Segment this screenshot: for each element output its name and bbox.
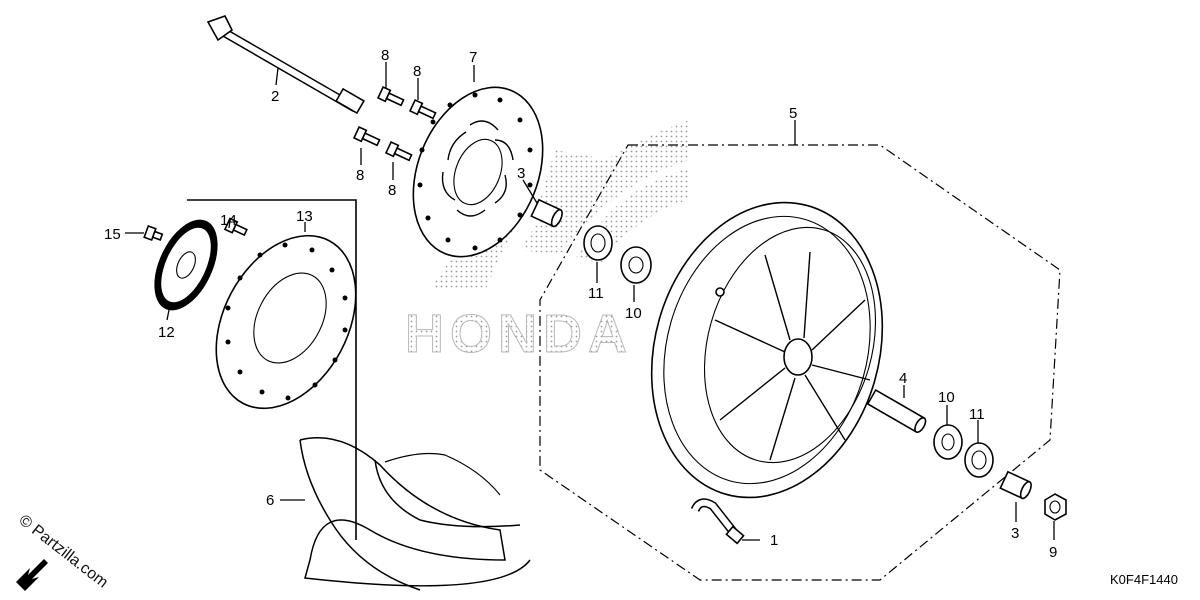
disc-bolts (352, 85, 437, 162)
cover-ring-part (154, 219, 218, 311)
callout-5: 5 (789, 105, 797, 122)
callout-4: 4 (899, 370, 907, 387)
callout-8-d: 8 (388, 182, 396, 199)
callout-8-a: 8 (381, 47, 389, 64)
wheel-assembly-boundary (539, 144, 1061, 581)
bearing-part-right (933, 424, 963, 460)
copyright-watermark: © Partzilla.com (16, 512, 111, 592)
axle-nut-part (1044, 493, 1067, 521)
brake-disc-part-optional (215, 234, 357, 410)
optional-disc-boundary (187, 199, 357, 540)
arrow-icon (16, 559, 48, 591)
leader-lines (125, 62, 1055, 541)
collar-part-upper (530, 198, 563, 228)
bolt-part-optional (143, 224, 164, 242)
callout-8-c: 8 (356, 167, 364, 184)
callout-15: 15 (104, 226, 121, 243)
callout-10-left: 10 (625, 305, 642, 322)
dust-seal-part-right (964, 442, 994, 478)
callout-1: 1 (770, 532, 778, 549)
callout-3-lower: 3 (1011, 525, 1019, 542)
callout-2: 2 (271, 88, 279, 105)
bearing-part-left (620, 246, 652, 284)
callout-11-right: 11 (969, 406, 985, 423)
bolt-part-optional-2 (223, 217, 248, 237)
valve-stem-part (690, 498, 745, 545)
wheel-part (650, 201, 884, 499)
brake-disc-part (412, 86, 544, 258)
callout-8-b: 8 (413, 63, 421, 80)
dust-seal-part-left (583, 225, 613, 261)
callout-10-right: 10 (938, 389, 955, 406)
tire-part (299, 437, 531, 591)
callout-14: 14 (220, 212, 237, 229)
honda-text-watermark: HONDA (405, 304, 633, 364)
callout-11-left: 11 (588, 285, 604, 302)
axle-part (206, 15, 365, 115)
callout-12: 12 (158, 324, 175, 341)
callout-9: 9 (1049, 544, 1057, 561)
diagram-code: K0F4F1440 (1110, 572, 1178, 587)
callout-labels: 1 2 3 3 4 5 6 7 8 8 8 8 9 10 10 11 11 12… (104, 47, 1057, 561)
collar-part-lower (999, 470, 1032, 500)
callout-7: 7 (469, 49, 477, 66)
callout-13: 13 (296, 208, 313, 225)
callout-6: 6 (266, 492, 274, 509)
callout-3-upper: 3 (517, 165, 525, 182)
distance-collar-part (866, 388, 927, 434)
